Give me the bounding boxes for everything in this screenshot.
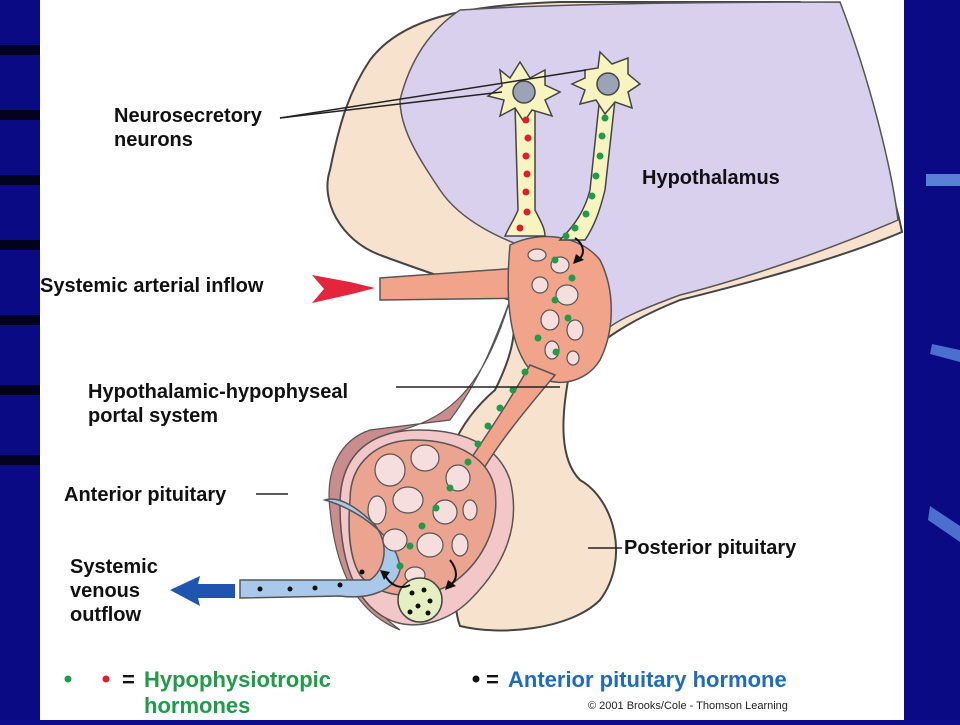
- release-arrow-1: [384, 574, 411, 588]
- red-hormone-dots: [516, 116, 532, 232]
- label-leader-lines: [256, 69, 622, 549]
- legend-anterior-hormone: Anterior pituitary hormone: [508, 667, 787, 692]
- legend-black-dot: [472, 675, 480, 683]
- neuron-axon-red: [503, 104, 546, 237]
- pituitary-hormone-cell: [397, 577, 443, 623]
- left-slide-border: [0, 0, 40, 720]
- border-stripe: [0, 385, 40, 395]
- border-stripe: [0, 45, 40, 55]
- arterial-inflow-label: Systemic arterial inflow: [40, 275, 264, 297]
- anterior-pituitary-label: Anterior pituitary: [64, 484, 227, 506]
- neuron-axon-green: [558, 93, 616, 241]
- neuron-nucleus-right: [596, 72, 620, 96]
- border-stripe: [0, 315, 40, 325]
- arterial-inflow-arrow: [312, 275, 375, 303]
- green-hormone-dots: [396, 114, 609, 570]
- stalk-shadow: [328, 299, 511, 631]
- neuron-nucleus-left: [512, 80, 536, 104]
- legend-green-dot: [64, 675, 72, 683]
- anterior-hormone-dots: [257, 569, 433, 616]
- legend-equals-2: =: [486, 667, 499, 692]
- venous-outflow-arrow: [170, 576, 235, 606]
- right-slide-border: [904, 0, 960, 720]
- posterior-pituitary-label: Posterior pituitary: [624, 537, 797, 559]
- border-stripe: [0, 240, 40, 250]
- right-border-decoration: [926, 174, 960, 542]
- copyright-credit: © 2001 Brooks/Cole - Thomson Learning: [588, 700, 788, 712]
- border-stripe: [0, 455, 40, 465]
- legend-red-dot: [102, 675, 110, 683]
- primary-capillary-plexus: [507, 235, 612, 384]
- pituitary-diagram: [64, 1, 904, 683]
- legend-equals-1: =: [122, 667, 135, 692]
- border-stripe: [0, 175, 40, 185]
- border-stripe: [0, 110, 40, 120]
- hypothalamus-label: Hypothalamus: [642, 167, 780, 189]
